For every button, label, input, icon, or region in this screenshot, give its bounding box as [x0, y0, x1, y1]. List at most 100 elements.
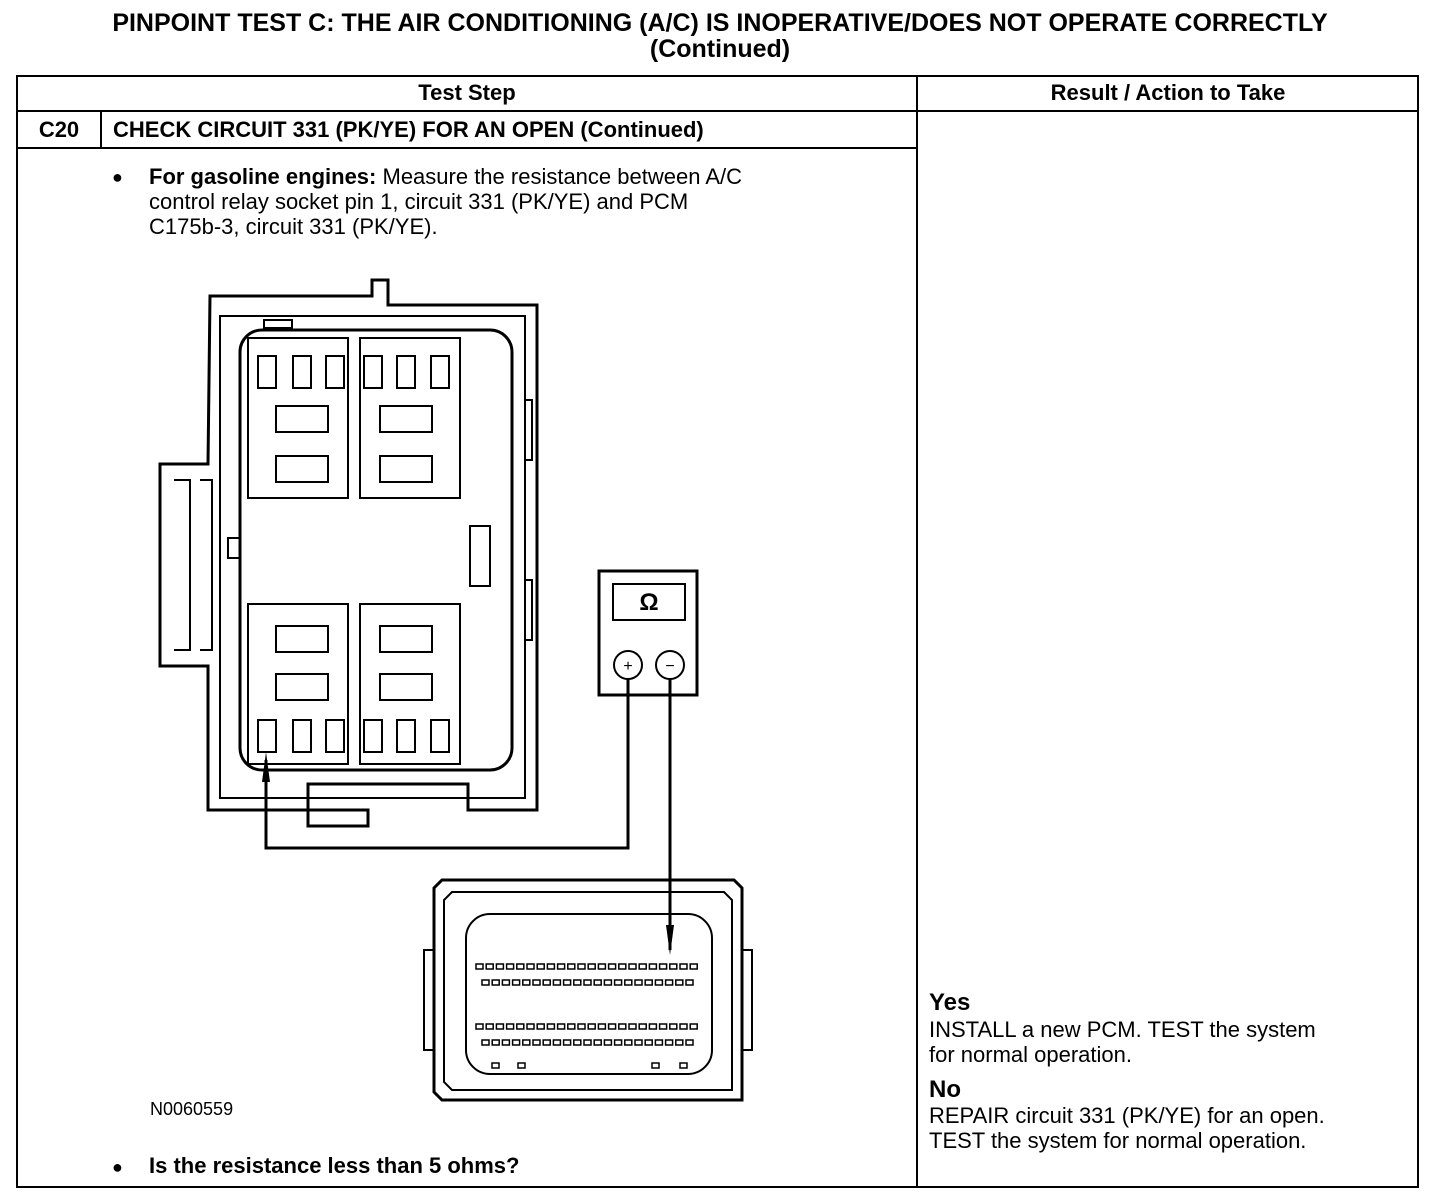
- pcm-pin: [481, 979, 490, 986]
- pcm-pin: [597, 963, 607, 970]
- step-title: CHECK CIRCUIT 331 (PK/YE) FOR AN OPEN (C…: [113, 117, 704, 142]
- pcm-pin: [577, 963, 586, 970]
- pcm-pin: [546, 1023, 556, 1030]
- pcm-pin: [654, 1039, 664, 1046]
- bullet1-line2: control relay socket pin 1, circuit 331 …: [149, 189, 689, 214]
- pcm-pin: [613, 1039, 623, 1046]
- pcm-pin: [532, 1039, 541, 1046]
- pcm-pin: [689, 963, 698, 970]
- pcm-pin: [648, 963, 658, 970]
- pcm-pin: [634, 979, 643, 986]
- yes-label: Yes: [929, 989, 971, 1016]
- pcm-pin: [644, 979, 653, 986]
- pcm-pin: [542, 979, 551, 986]
- pcm-pin: [679, 963, 688, 970]
- pcm-pin: [542, 1039, 551, 1046]
- pcm-pin: [658, 1023, 668, 1030]
- pcm-pin: [638, 1023, 647, 1030]
- pcm-pin: [593, 979, 602, 986]
- yes-line2: for normal operation.: [929, 1042, 1132, 1067]
- pcm-pin: [648, 1023, 658, 1030]
- step-id: C20: [38, 117, 80, 142]
- pcm-pin: [679, 1023, 688, 1030]
- pcm-pin: [475, 1023, 484, 1030]
- pcm-pin: [675, 979, 684, 986]
- figure-id: N0060559: [150, 1099, 234, 1119]
- pcm-pin: [562, 979, 572, 986]
- pcm-pin: [638, 963, 647, 970]
- pcm-connector-icon: [423, 878, 753, 1102]
- pcm-pin: [603, 1039, 613, 1046]
- bullet1-line1: Measure the resistance between A/C: [376, 164, 743, 189]
- pcm-pin: [526, 963, 535, 970]
- pcm-pin: [516, 1023, 525, 1030]
- no-action: REPAIR circuit 331 (PK/YE) for an open. …: [929, 1103, 1325, 1153]
- relay-box-connector-icon: [158, 278, 539, 828]
- pcm-pin: [511, 979, 521, 986]
- pcm-pin: [495, 1023, 505, 1030]
- pcm-pin: [505, 963, 515, 970]
- pcm-pin: [685, 979, 694, 986]
- pcm-pin: [689, 1023, 698, 1030]
- test-table: [16, 75, 1419, 1188]
- pcm-pin: [607, 1023, 617, 1030]
- pcm-pin: [634, 1039, 643, 1046]
- pcm-pin: [481, 1039, 490, 1046]
- pcm-pin: [491, 1039, 500, 1046]
- pcm-pin: [624, 1039, 633, 1046]
- page-title: PINPOINT TEST C: THE AIR CONDITIONING (A…: [0, 10, 1440, 62]
- pcm-pin: [562, 1039, 572, 1046]
- pcm-pin: [618, 1023, 627, 1030]
- pcm-pin: [651, 1062, 660, 1069]
- yes-line1: INSTALL a new PCM. TEST the system: [929, 1017, 1316, 1042]
- pcm-pin: [511, 1039, 521, 1046]
- pcm-pin: [522, 979, 531, 986]
- pcm-pin: [532, 979, 541, 986]
- step-id-divider: [100, 110, 102, 149]
- bullet1-bold: For gasoline engines:: [149, 164, 377, 189]
- pcm-pin: [593, 1039, 602, 1046]
- title-line-2: (Continued): [649, 35, 791, 63]
- pcm-pin: [603, 979, 613, 986]
- pcm-pin: [573, 1039, 582, 1046]
- pcm-pin: [501, 979, 511, 986]
- pcm-pin: [517, 1062, 526, 1069]
- pcm-pin: [618, 963, 627, 970]
- ohmmeter-icon: [597, 569, 699, 697]
- pcm-pin: [624, 979, 633, 986]
- pcm-pin: [587, 1023, 596, 1030]
- no-label: No: [929, 1076, 961, 1103]
- pcm-pin: [475, 963, 484, 970]
- title-line-1: PINPOINT TEST C: THE AIR CONDITIONING (A…: [112, 9, 1328, 37]
- col-test-step-header: Test Step: [418, 80, 516, 105]
- pcm-pin: [491, 1062, 500, 1069]
- pcm-pin: [556, 963, 566, 970]
- pcm-pin: [675, 1039, 684, 1046]
- pcm-pin: [546, 963, 556, 970]
- bullet-dot-icon: ●: [112, 167, 123, 187]
- pcm-pin: [552, 1039, 562, 1046]
- pcm-pin: [669, 963, 678, 970]
- pcm-pin: [567, 963, 576, 970]
- pcm-pin: [567, 1023, 576, 1030]
- pcm-pin: [485, 963, 494, 970]
- pcm-pin: [536, 1023, 545, 1030]
- meter-plus-label: +: [623, 658, 632, 675]
- pcm-pin: [587, 963, 596, 970]
- pcm-pin: [628, 1023, 637, 1030]
- bullet1-line3: C175b-3, circuit 331 (PK/YE).: [149, 214, 438, 239]
- pcm-pin: [516, 963, 525, 970]
- pcm-pin: [583, 979, 592, 986]
- bullet1-text: For gasoline engines: Measure the resist…: [149, 164, 742, 239]
- pcm-pin: [644, 1039, 653, 1046]
- pcm-pin: [613, 979, 623, 986]
- column-divider: [916, 75, 918, 1188]
- pcm-pin: [679, 1062, 688, 1069]
- positive-test-lead: [264, 679, 630, 850]
- pcm-pin: [522, 1039, 531, 1046]
- pcm-pin: [536, 963, 545, 970]
- pcm-pin: [495, 963, 505, 970]
- meter-minus-label: −: [665, 658, 674, 675]
- pcm-pin: [501, 1039, 511, 1046]
